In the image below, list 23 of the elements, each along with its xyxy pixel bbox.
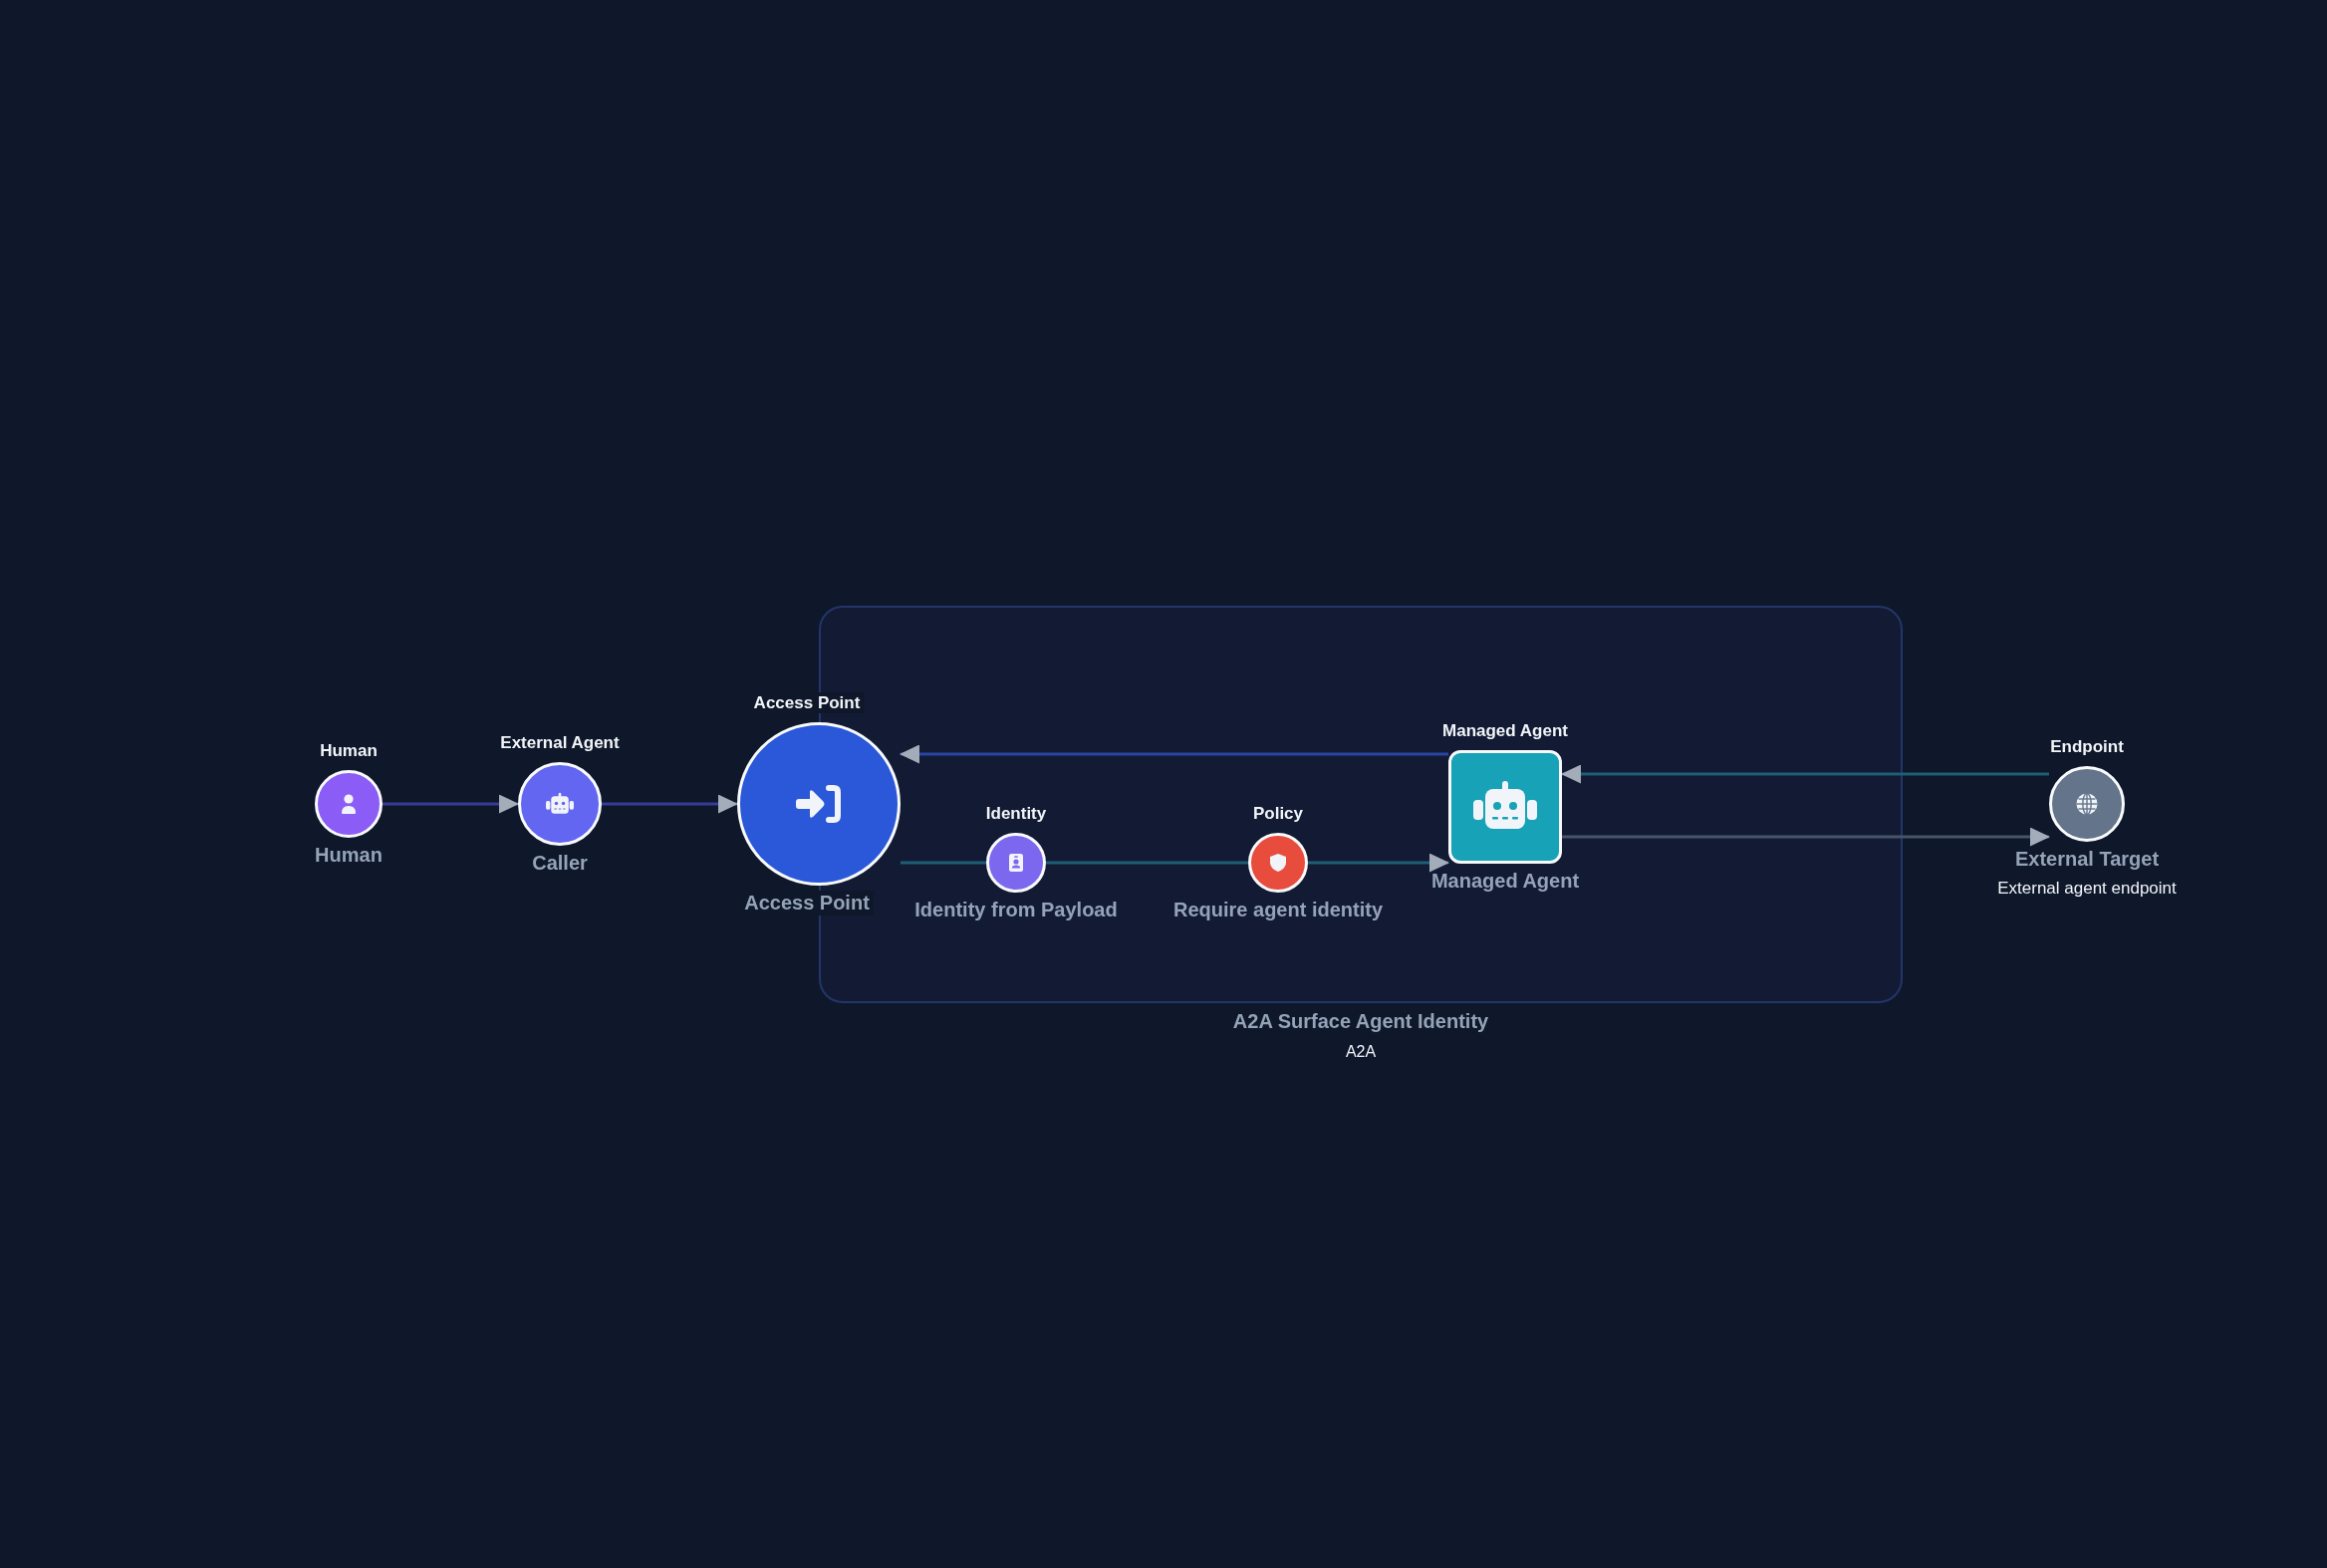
node-type-label: External Agent bbox=[500, 731, 620, 753]
arrow bbox=[1562, 827, 2050, 847]
node-description: External agent endpoint bbox=[1997, 878, 2177, 900]
node-type-label: Identity bbox=[985, 802, 1047, 824]
node-label: External Target bbox=[2014, 847, 2160, 872]
node-type-label: Managed Agent bbox=[1442, 719, 1568, 741]
node-label: Identity from Payload bbox=[914, 898, 1118, 922]
arrow bbox=[900, 744, 1448, 764]
connector-line bbox=[1046, 861, 1248, 865]
node-label: Human bbox=[315, 843, 383, 868]
arrow bbox=[1308, 853, 1449, 873]
node-type-label: Human bbox=[320, 739, 378, 761]
connector-line bbox=[901, 861, 986, 865]
arrow bbox=[1561, 764, 2049, 784]
arrow bbox=[602, 794, 738, 814]
node-label: Caller bbox=[532, 851, 588, 876]
node-label: Managed Agent bbox=[1430, 869, 1580, 894]
arrow bbox=[383, 794, 519, 814]
group-subtitle: A2A bbox=[1345, 1042, 1377, 1062]
node-type-label: Policy bbox=[1252, 802, 1304, 824]
node-label: Require agent identity bbox=[1173, 898, 1383, 922]
group-title: A2A Surface Agent Identity bbox=[1232, 1009, 1489, 1034]
node-type-label: Endpoint bbox=[2050, 735, 2124, 757]
